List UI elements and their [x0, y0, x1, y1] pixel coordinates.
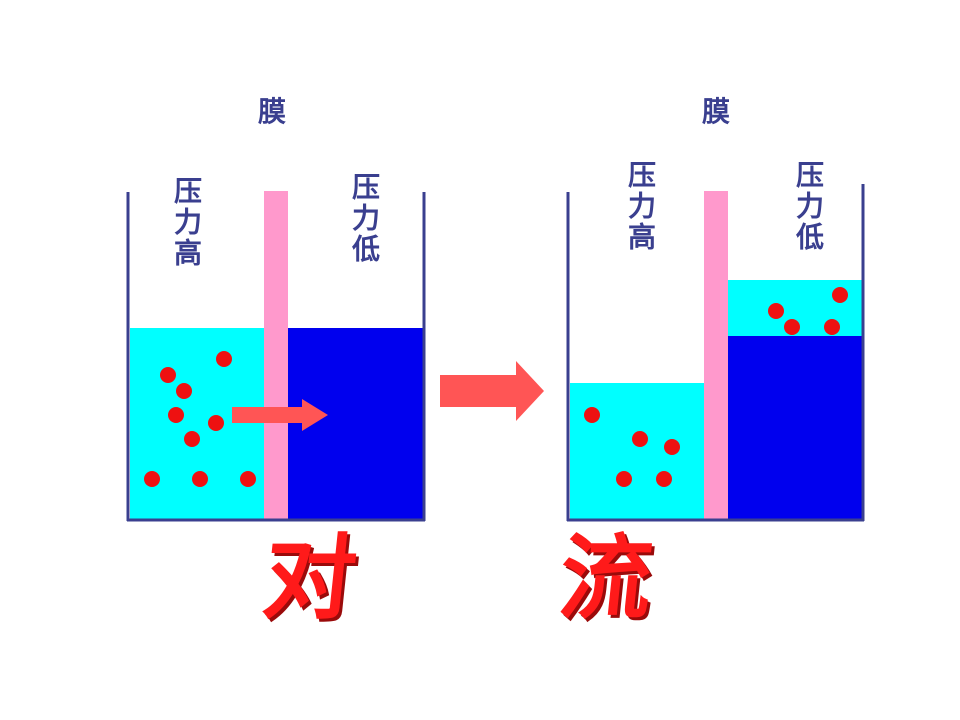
- particle: [208, 415, 224, 431]
- right-arrow: [440, 361, 544, 421]
- left-high-pressure-liquid: [130, 328, 264, 520]
- right-container: [566, 184, 865, 522]
- particle: [192, 471, 208, 487]
- particle: [176, 383, 192, 399]
- particle: [632, 431, 648, 447]
- particle: [824, 319, 840, 335]
- right-membrane-label: 膜: [701, 95, 730, 128]
- particle: [768, 303, 784, 319]
- particle: [144, 471, 160, 487]
- particle: [832, 287, 848, 303]
- particle: [216, 351, 232, 367]
- particle: [616, 471, 632, 487]
- particle: [160, 367, 176, 383]
- right-high-pressure-liquid: [570, 383, 704, 520]
- right-low-pressure-label: 压力低: [792, 160, 825, 253]
- particle: [184, 431, 200, 447]
- particle: [168, 407, 184, 423]
- flow-through-membrane-arrow: [232, 399, 328, 431]
- particle: [240, 471, 256, 487]
- right-membrane: [704, 191, 728, 520]
- left-high-pressure-label: 压力高: [170, 176, 203, 269]
- title-char-dui: 对: [258, 524, 362, 632]
- particle: [664, 439, 680, 455]
- left-low-pressure-label: 压力低: [348, 172, 381, 265]
- title-char-liu: 流: [554, 524, 658, 632]
- right-low-pressure-liquid: [728, 336, 862, 520]
- particle: [656, 471, 672, 487]
- left-membrane: [264, 191, 288, 520]
- right-high-pressure-label: 压力高: [624, 160, 657, 253]
- particle: [584, 407, 600, 423]
- left-membrane-label: 膜: [257, 95, 286, 128]
- particle: [784, 319, 800, 335]
- left-container: [126, 191, 426, 522]
